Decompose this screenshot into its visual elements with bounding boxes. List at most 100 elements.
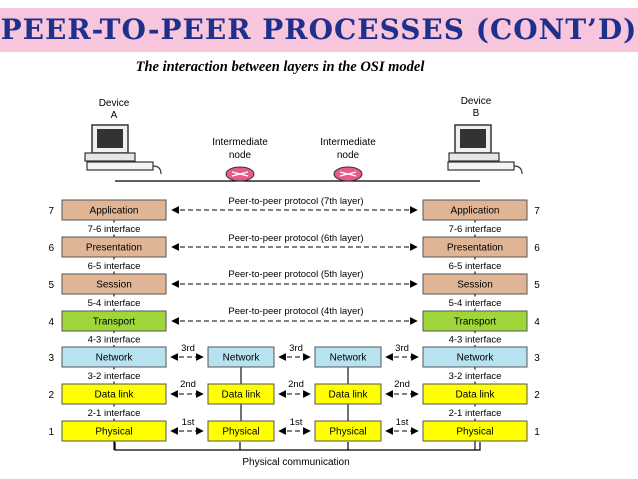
slide-title: PEER-TO-PEER PROCESSES (CONT’D) — [0, 13, 638, 46]
hop-label-physical-1: 1st — [182, 417, 195, 428]
right-transport-box: Transport — [422, 310, 528, 332]
left-layer-number-3: 3 — [48, 353, 54, 364]
hop-label-datalink-2: 2nd — [288, 379, 304, 390]
interface-strip — [72, 222, 156, 235]
right-physical-box-label: Physical — [456, 427, 493, 438]
router-2-icon — [333, 166, 363, 182]
right-layer-number-1: 1 — [534, 427, 540, 438]
node1-data-link-box-label: Data link — [222, 390, 262, 401]
left-layer-number-1: 1 — [48, 427, 54, 438]
right-network-box: Network — [422, 346, 528, 368]
left-interface-5-4: 5-4 interface — [88, 298, 141, 309]
right-interface-4-3: 4-3 interface — [449, 335, 502, 346]
title-bar — [0, 8, 638, 52]
device-b-label-1: Device — [461, 96, 492, 107]
left-layer-number-4: 4 — [48, 317, 54, 328]
protocol-label-5: Peer-to-peer protocol (5th layer) — [228, 269, 363, 280]
left-application-box: Application — [61, 199, 167, 221]
right-session-box-label: Session — [457, 280, 493, 291]
left-data-link-box-label: Data link — [95, 390, 135, 401]
interface-strip — [72, 259, 156, 272]
node2-physical-box-label: Physical — [329, 427, 366, 438]
interface-strip — [433, 259, 517, 272]
node2-data-link-box-label: Data link — [329, 390, 369, 401]
right-session-box: Session — [422, 273, 528, 295]
computer-b-icon — [447, 124, 523, 175]
left-layer-number-5: 5 — [48, 280, 54, 291]
left-layer-number-2: 2 — [48, 390, 54, 401]
interface-strip — [433, 296, 517, 309]
left-presentation-box: Presentation — [61, 236, 167, 258]
left-interface-7-6: 7-6 interface — [88, 224, 141, 235]
left-network-box: Network — [61, 346, 167, 368]
left-transport-box-label: Transport — [93, 317, 136, 328]
left-layer-number-7: 7 — [48, 206, 54, 217]
node2-physical-box: Physical — [314, 420, 382, 442]
interface-strip — [433, 222, 517, 235]
interface-strip — [72, 333, 156, 345]
right-layer-number-4: 4 — [534, 317, 540, 328]
left-physical-box-label: Physical — [95, 427, 132, 438]
left-interface-3-2: 3-2 interface — [88, 371, 141, 382]
physical-communication-line — [114, 442, 481, 451]
left-interface-4-3: 4-3 interface — [88, 335, 141, 346]
interface-strip — [433, 369, 517, 382]
right-layer-number-7: 7 — [534, 206, 540, 217]
hop-label-network-3: 3rd — [395, 343, 409, 354]
right-presentation-box-label: Presentation — [447, 243, 503, 254]
right-data-link-box-label: Data link — [456, 390, 496, 401]
node1-network-box: Network — [207, 346, 275, 368]
protocol-label-4: Peer-to-peer protocol (4th layer) — [228, 306, 363, 317]
left-presentation-box-label: Presentation — [86, 243, 142, 254]
left-interface-2-1: 2-1 interface — [88, 408, 141, 419]
hop-label-datalink-1: 2nd — [180, 379, 196, 390]
left-session-box-label: Session — [96, 280, 132, 291]
interface-strip — [433, 406, 517, 419]
right-interface-2-1: 2-1 interface — [449, 408, 502, 419]
protocol-label-6: Peer-to-peer protocol (6th layer) — [228, 233, 363, 244]
interface-strip — [72, 296, 156, 309]
interface-strip — [433, 333, 517, 345]
left-layer-number-6: 6 — [48, 243, 54, 254]
device-a-label-1: Device — [99, 98, 130, 109]
hop-label-physical-3: 1st — [396, 417, 409, 428]
node1-physical-box: Physical — [207, 420, 275, 442]
left-physical-box: Physical — [61, 420, 167, 442]
device-b-label-2: B — [473, 108, 480, 119]
right-layer-number-6: 6 — [534, 243, 540, 254]
intermediate-1-label-2: node — [229, 150, 252, 161]
right-interface-6-5: 6-5 interface — [449, 261, 502, 272]
right-application-box-label: Application — [451, 206, 500, 217]
hop-label-physical-2: 1st — [290, 417, 303, 428]
intermediate-2-label-1: Intermediate — [320, 137, 376, 148]
node2-network-box: Network — [314, 346, 382, 368]
node1-data-link-box: Data link — [207, 383, 275, 405]
right-interface-7-6: 7-6 interface — [449, 224, 502, 235]
computer-a-icon — [84, 124, 162, 175]
interface-strip — [72, 406, 156, 419]
right-transport-box-label: Transport — [454, 317, 497, 328]
interface-strip — [72, 369, 156, 382]
intermediate-1-label-1: Intermediate — [212, 137, 268, 148]
left-application-box-label: Application — [90, 206, 139, 217]
right-interface-3-2: 3-2 interface — [449, 371, 502, 382]
right-layer-number-3: 3 — [534, 353, 540, 364]
router-1-icon — [225, 166, 255, 182]
node2-data-link-box: Data link — [314, 383, 382, 405]
protocol-label-7: Peer-to-peer protocol (7th layer) — [228, 196, 363, 207]
right-interface-5-4: 5-4 interface — [449, 298, 502, 309]
hop-label-network-1: 3rd — [181, 343, 195, 354]
node2-network-box-label: Network — [330, 353, 368, 364]
right-layer-number-5: 5 — [534, 280, 540, 291]
hop-label-network-2: 3rd — [289, 343, 303, 354]
right-presentation-box: Presentation — [422, 236, 528, 258]
node1-network-box-label: Network — [223, 353, 261, 364]
left-interface-6-5: 6-5 interface — [88, 261, 141, 272]
right-data-link-box: Data link — [422, 383, 528, 405]
left-session-box: Session — [61, 273, 167, 295]
left-network-box-label: Network — [96, 353, 134, 364]
physical-communication-label: Physical communication — [242, 457, 349, 468]
left-data-link-box: Data link — [61, 383, 167, 405]
hop-label-datalink-3: 2nd — [394, 379, 410, 390]
